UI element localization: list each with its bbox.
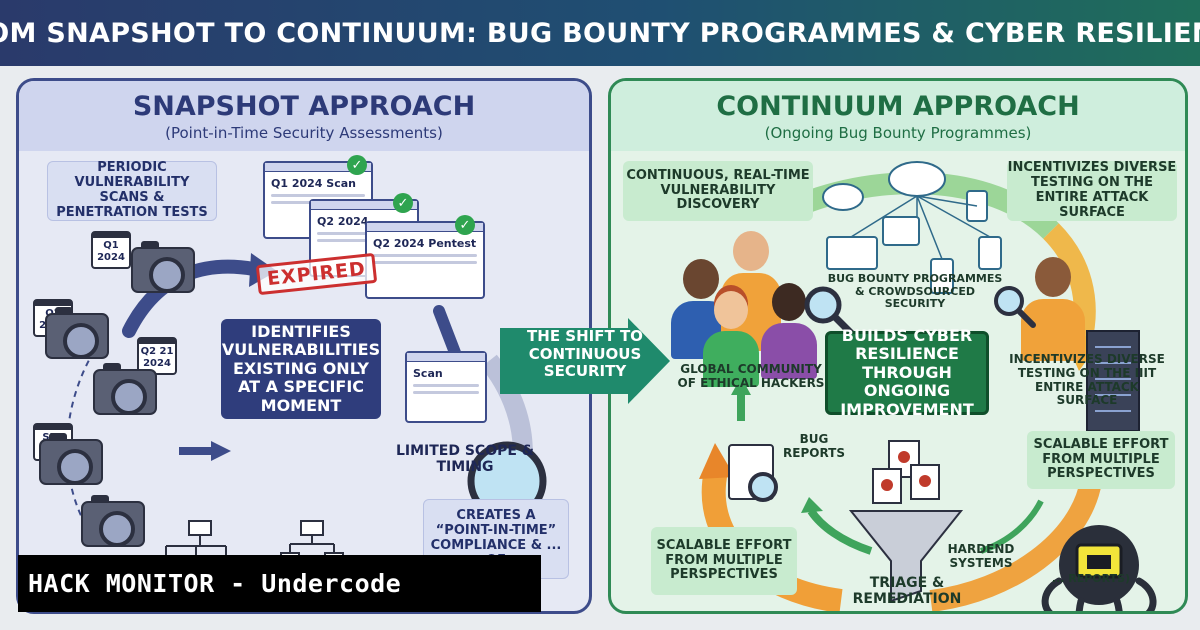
camera-icon [81,495,145,547]
snapshot-panel-header: SNAPSHOT APPROACH (Point-in-Time Securit… [19,81,589,151]
continuum-subtitle: (Ongoing Bug Bounty Programmes) [764,123,1032,142]
builds-resilience-label: BUILDS CYBER RESILIENCE THROUGH ONGOING … [825,326,989,418]
continuous-discovery-label: CONTINUOUS, REAL-TIME VULNERABILITY DISC… [623,161,813,221]
snapshot-panel: SNAPSHOT APPROACH (Point-in-Time Securit… [16,78,592,614]
camera-icon [39,433,103,485]
continuum-panel-header: CONTINUUM APPROACH (Ongoing Bug Bounty P… [611,81,1185,151]
camera-icon [93,363,157,415]
watermark-text: HACK MONITOR - Undercode [28,569,402,598]
scalable-effort-left-label: SCALABLE EFFORT FROM MULTIPLE PERSPECTIV… [651,527,797,595]
hacker-avatar [1021,257,1085,361]
identifies-vulnerabilities-label: IDENTIFIES VULNERABILITIES EXISTING ONLY… [221,319,381,419]
calendar-q1: Q1 2024 [91,231,131,269]
bug-bounty-label: BUG BOUNTY PROGRAMMES & CROWDSOURCED SEC… [827,272,1003,311]
snapshot-title: SNAPSHOT APPROACH [132,90,476,122]
check-icon: ✓ [393,193,413,213]
magnifier-icon [804,286,855,337]
reports-partial-label: ... REPORTS) [1051,572,1131,585]
continuum-title: CONTINUUM APPROACH [716,90,1080,122]
hardend-systems-label: HARDEND SYSTEMS [947,542,1015,570]
banner: FROM SNAPSHOT TO CONTINUUM: BUG BOUNTY P… [0,0,1200,66]
shift-label: THE SHIFT TO CONTINUOUS SECURITY [527,327,643,381]
check-icon: ✓ [455,215,475,235]
watermark-overlay: HACK MONITOR - Undercode [18,555,541,612]
bug-reports-label: BUG REPORTS [783,432,845,460]
incentivizes-top-label: INCENTIVIZES DIVERSE TESTING ON THE ENTI… [1007,160,1177,221]
scan-window-front: Scan [405,351,487,423]
hacker-avatar [703,291,759,387]
check-icon: ✓ [347,155,367,175]
camera-icon [131,241,195,293]
incentivizes-mid-label: INCENTIVIZES DIVERSE TESTING ON THE IIIT… [1009,352,1165,408]
scalable-effort-right-label: SCALABLE EFFORT FROM MULTIPLE PERSPECTIV… [1027,431,1175,489]
hacker-avatar [761,283,817,379]
triage-remediation-label: TRIAGE & REMEDIATION [852,575,962,608]
page-title: FROM SNAPSHOT TO CONTINUUM: BUG BOUNTY P… [0,17,1200,49]
camera-icon [45,307,109,359]
shift-arrow: THE SHIFT TO CONTINUOUS SECURITY [500,318,670,404]
limited-scope-label: LIMITED SCOPE & TIMING [395,443,535,476]
magnifier-icon [994,286,1036,328]
global-community-label: GLOBAL COMMUNITY OF ETHICAL HACKERS [677,362,825,390]
continuum-panel: CONTINUUM APPROACH (Ongoing Bug Bounty P… [608,78,1188,614]
periodic-scans-label: PERIODIC VULNERABILITY SCANS & PENETRATI… [47,160,217,221]
snapshot-subtitle: (Point-in-Time Security Assessments) [165,123,443,142]
calendar-q2-21: Q2 21 2024 [137,337,177,375]
continuum-cycle [699,161,1157,611]
